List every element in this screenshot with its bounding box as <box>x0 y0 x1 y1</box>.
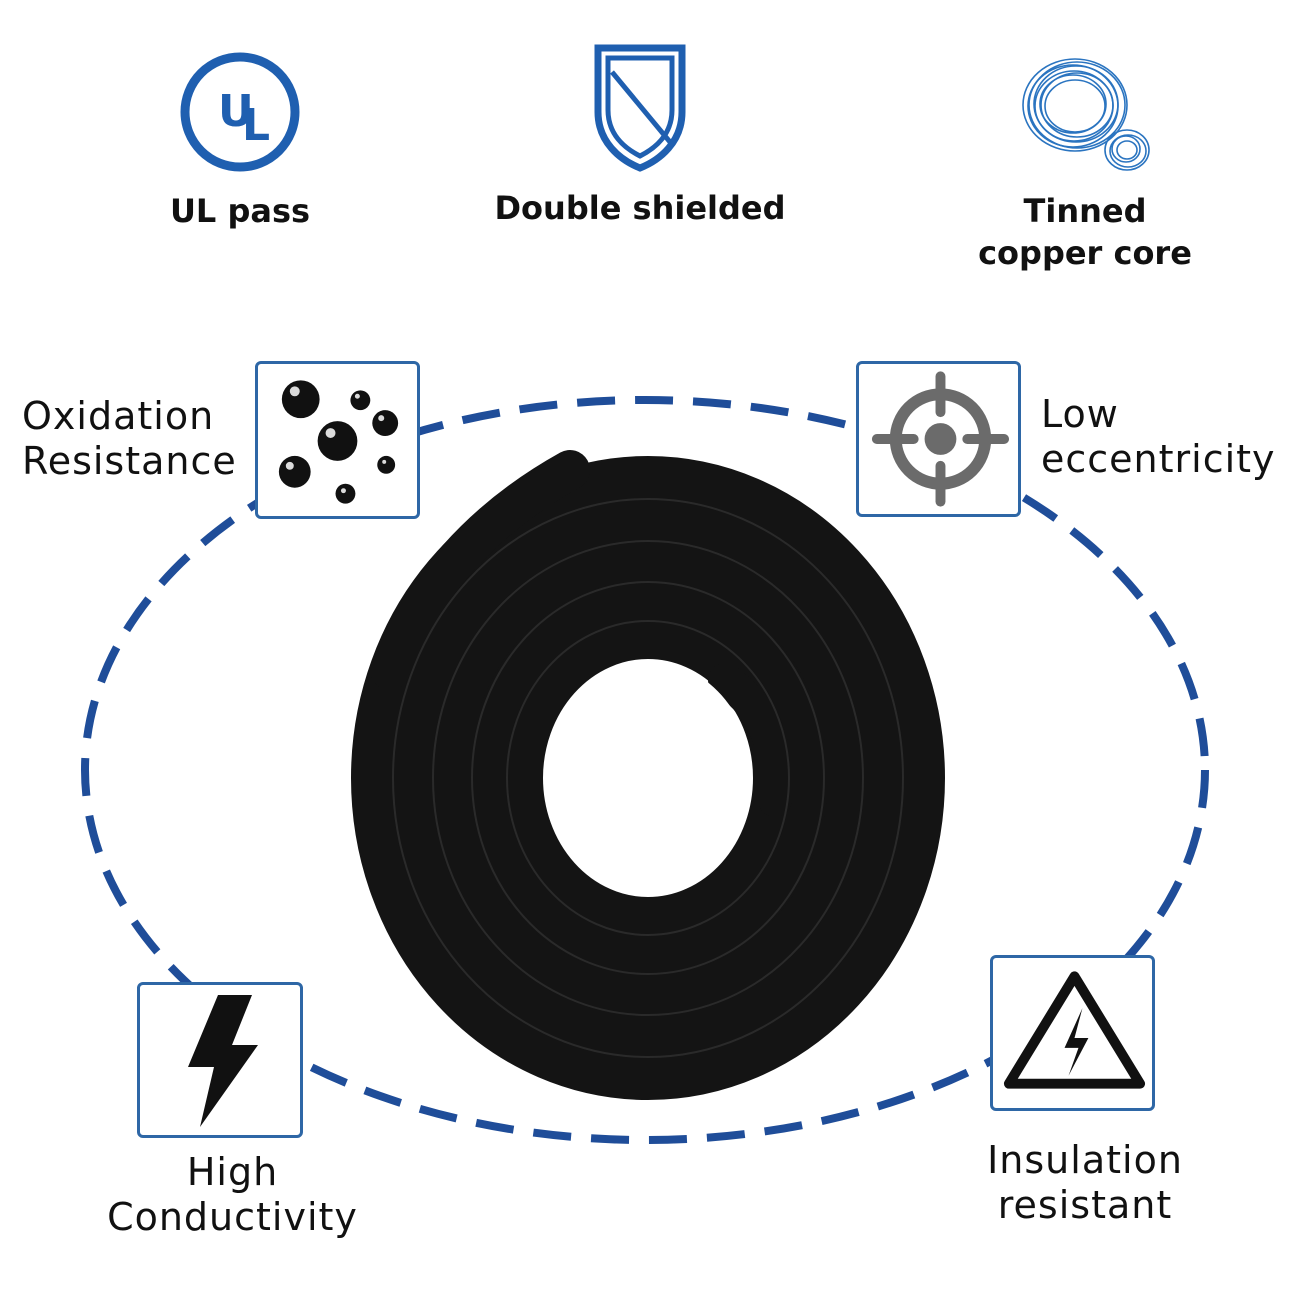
insulation-line2: resistant <box>997 1183 1173 1227</box>
insulation-icon-box <box>990 955 1155 1111</box>
tinned-label-line2: copper core <box>978 234 1192 272</box>
svg-text:L: L <box>242 100 270 151</box>
oxidation-line1: Oxidation <box>22 394 215 438</box>
oxidation-icon-box <box>255 361 420 519</box>
conductivity-line2: Conductivity <box>107 1195 358 1239</box>
insulation-line1: Insulation <box>987 1138 1183 1182</box>
tinned-copper-label: Tinned copper core <box>960 190 1210 274</box>
double-shielded-feature: Double shielded <box>490 40 790 240</box>
high-conductivity-label: High Conductivity <box>100 1150 365 1240</box>
eccentricity-icon-box <box>856 361 1021 517</box>
oxidation-line2: Resistance <box>22 439 237 483</box>
tinned-copper-feature: Tinned copper core <box>960 45 1210 275</box>
low-eccentricity-label: Low eccentricity <box>1041 392 1291 482</box>
crosshair-icon <box>871 371 1010 507</box>
copper-coil-icon <box>1022 58 1150 171</box>
svg-text:U: U <box>218 86 254 137</box>
shield-icon <box>594 44 686 172</box>
double-shielded-label: Double shielded <box>494 189 786 227</box>
eccentricity-line1: Low <box>1041 392 1119 436</box>
coiled-black-cable <box>351 450 945 1100</box>
bubbles-icon <box>278 380 399 504</box>
ul-logo-icon: U L <box>180 52 300 172</box>
oxidation-resistance-label: Oxidation Resistance <box>22 394 252 484</box>
ul-feature: U L UL pass <box>150 45 330 245</box>
high-voltage-warning-icon <box>1003 971 1146 1089</box>
conductivity-icon-box <box>137 982 303 1138</box>
eccentricity-line2: eccentricity <box>1041 437 1276 481</box>
conductivity-line1: High <box>186 1150 279 1194</box>
ul-pass-label: UL pass <box>169 192 311 230</box>
tinned-label-line1: Tinned <box>1023 192 1147 230</box>
lightning-bolt-icon <box>188 995 258 1127</box>
insulation-resistant-label: Insulation resistant <box>965 1138 1205 1228</box>
